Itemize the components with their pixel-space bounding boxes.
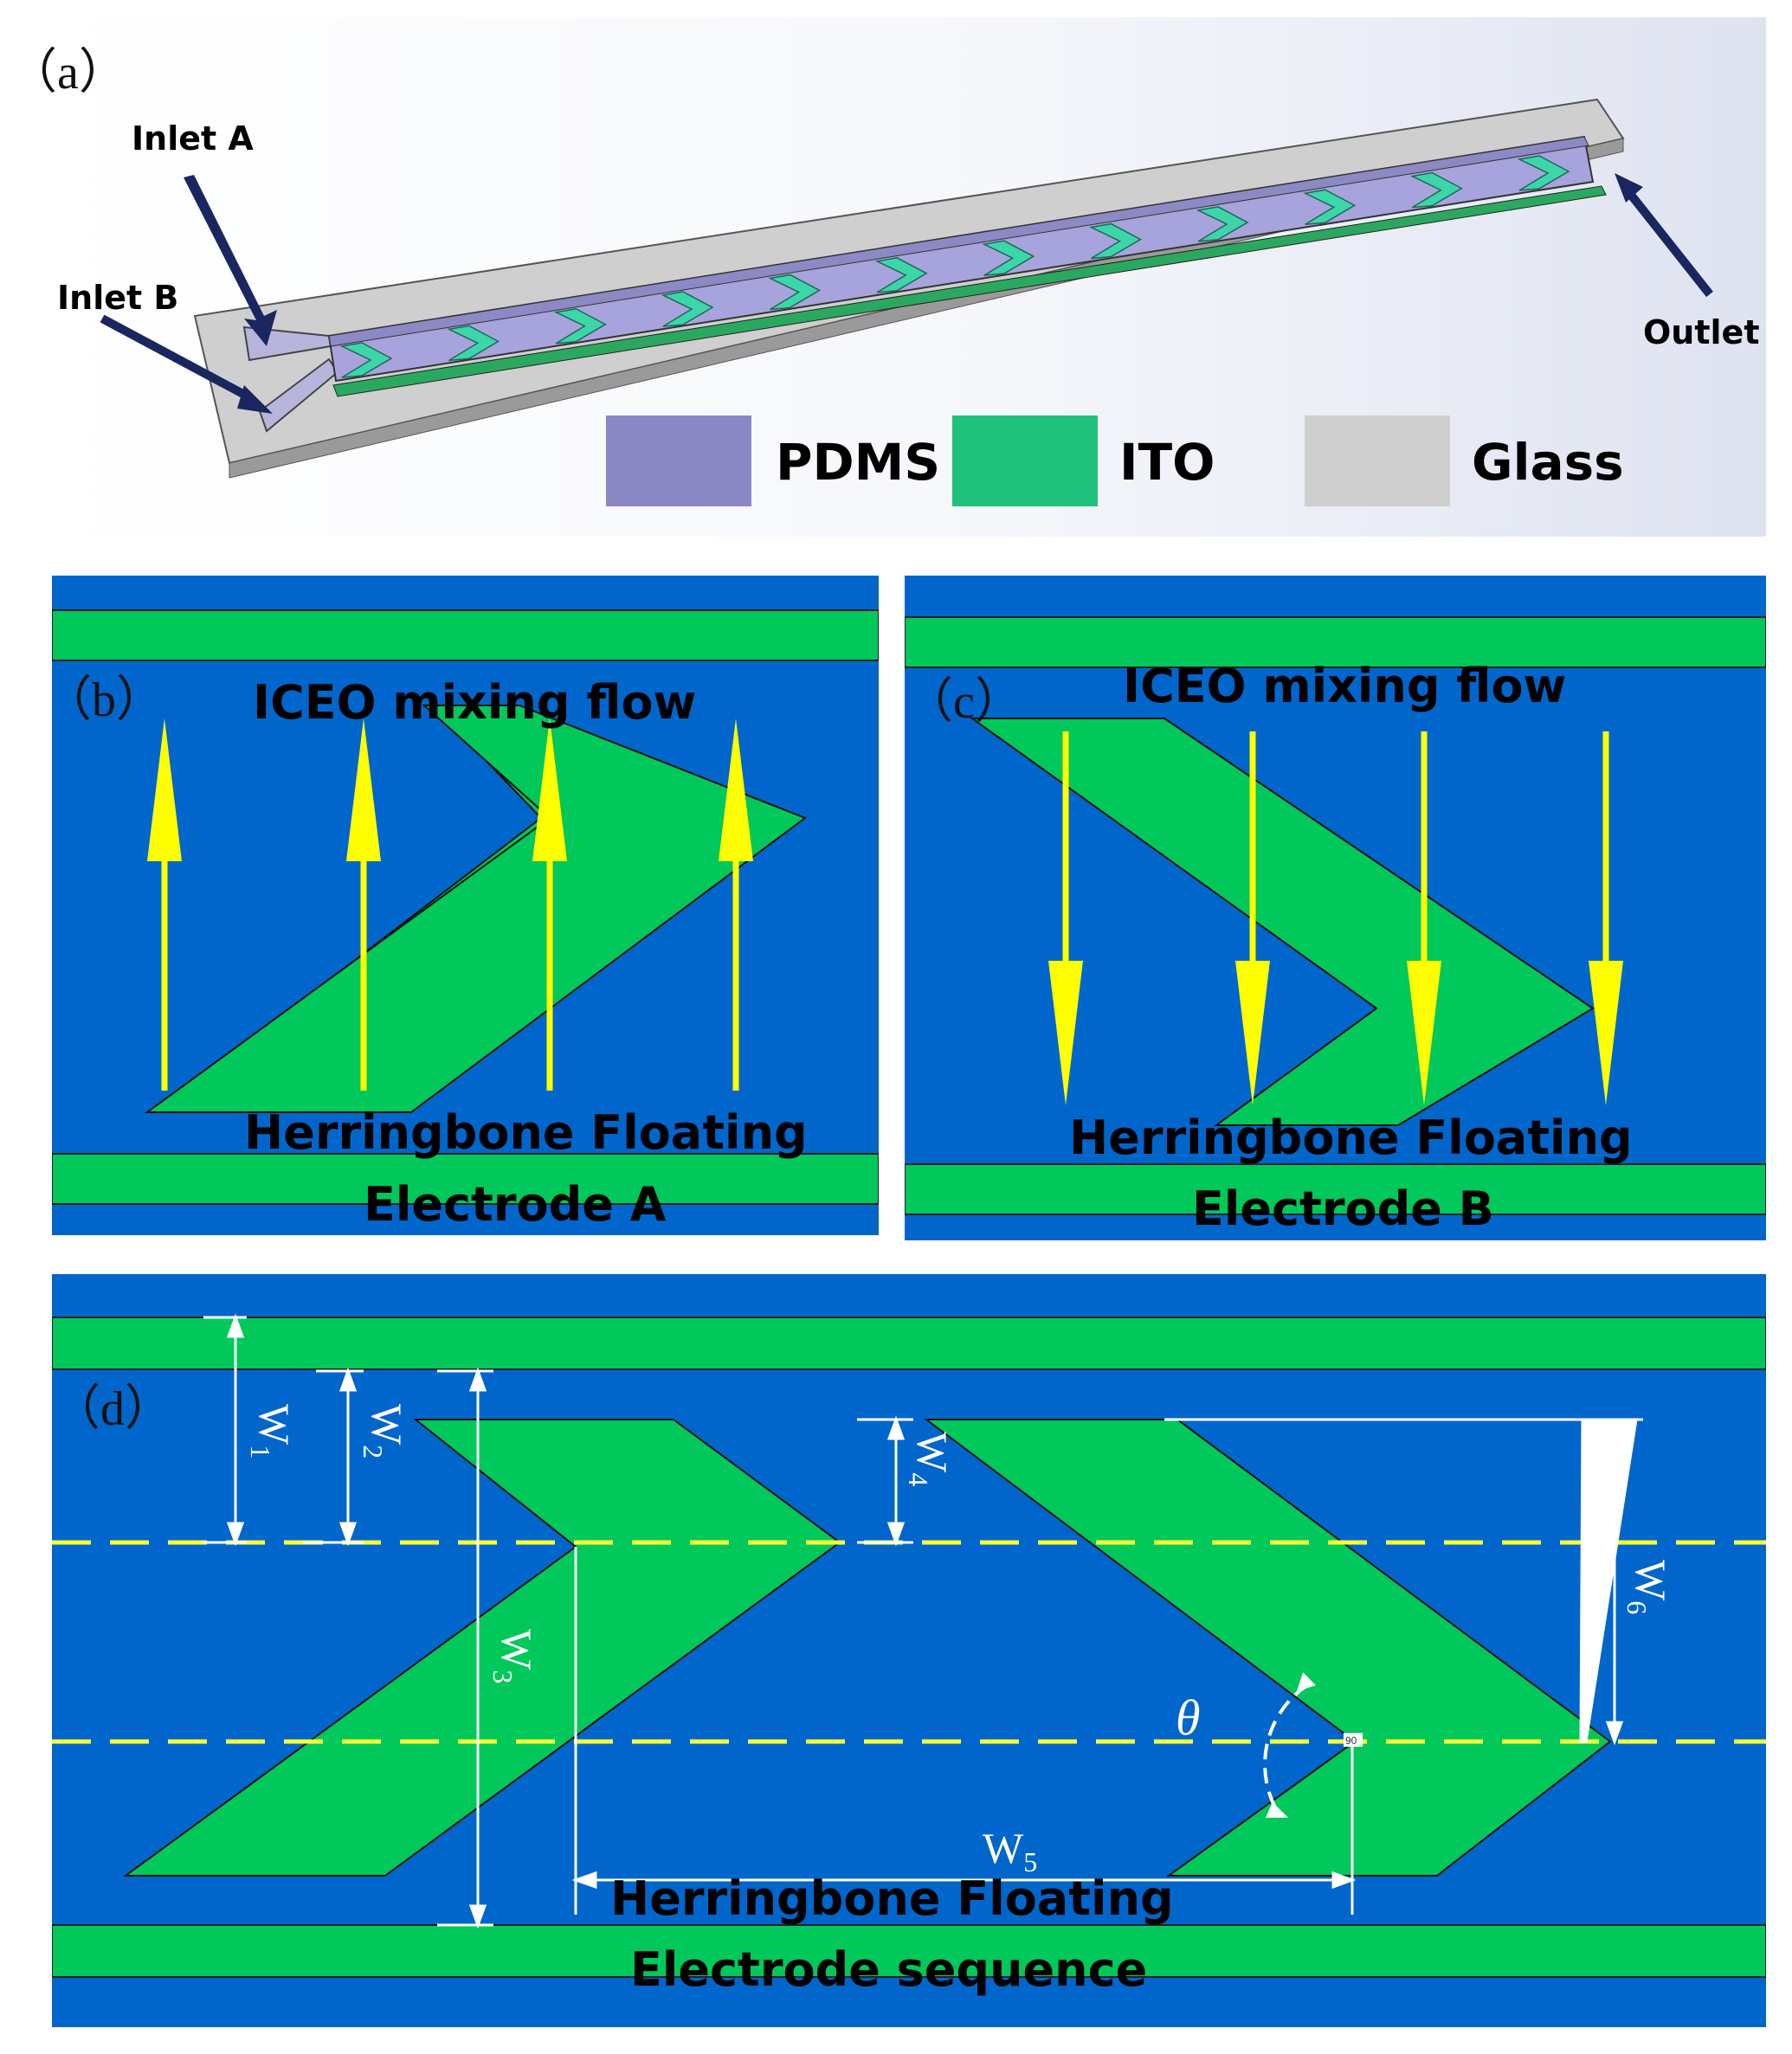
panel-label-d: （d） (52, 1382, 173, 1436)
bottom-electrode-band (904, 1163, 1767, 1215)
flow-arrow-head-2 (346, 718, 381, 861)
caption-c-line2: Electrode B (1192, 1182, 1494, 1236)
outlet-arrow-head (1615, 173, 1643, 203)
right-angle-marker (1344, 1733, 1363, 1747)
legend-swatch-ito (952, 415, 1098, 506)
flow-arrow-head-3 (1407, 961, 1441, 1105)
ito-chevron-4 (661, 291, 714, 327)
theta-arc (1263, 1684, 1309, 1812)
panel-b: （b） ICEO mixing flow Herringbone Floatin… (43, 576, 880, 1235)
outlet-label: Outlet (1643, 313, 1760, 351)
label-w3: W3 (487, 1629, 541, 1684)
theta-arc-arrow-top (1297, 1672, 1316, 1691)
ito-chevron-8 (1089, 222, 1142, 260)
label-w5: W5 (983, 1824, 1037, 1877)
panel-label-a: （a） (9, 46, 127, 100)
caption-d-line2: Electrode sequence (630, 1942, 1148, 1997)
top-electrode-band (51, 1317, 1767, 1370)
flow-arrow-head-4 (719, 718, 753, 861)
ito-chevron-5 (768, 274, 822, 311)
panel-label-c: （c） (905, 675, 1023, 729)
ito-chevron-10 (1303, 189, 1357, 226)
label-w6: W6 (1621, 1560, 1675, 1614)
legend-swatch-glass (1305, 415, 1450, 506)
caption-d-line1: Herringbone Floating (610, 1871, 1174, 1926)
electrode-sequence-diagram: 90 W1 W2 W3 W4 W5 W6 θ (51, 1274, 1767, 2027)
caption-b-line2: Electrode A (364, 1177, 667, 1232)
flow-arrows-down (1048, 731, 1623, 1105)
flow-arrow-head-2 (1235, 961, 1270, 1105)
flow-arrow-head-1 (147, 718, 182, 861)
panel-label-b: （b） (43, 673, 164, 727)
caption-b-line1: Herringbone Floating (244, 1105, 808, 1160)
legend-label-ito: ITO (1119, 433, 1215, 492)
theta-label: θ (1176, 1690, 1201, 1746)
ito-chevron-electrodes (339, 155, 1570, 378)
dimension-w3 (437, 1367, 493, 1929)
ito-chevron-9 (1196, 206, 1249, 242)
bottom-electrode-band (51, 1153, 880, 1205)
ito-chevron-11 (1409, 171, 1463, 209)
dimension-w1 (203, 1313, 247, 1547)
ito-chevron-7 (982, 240, 1035, 276)
flow-arrow-head-3 (532, 718, 567, 861)
panel-d: 90 W1 W2 W3 W4 W5 W6 θ （d） Herringbone F… (51, 1274, 1767, 2027)
inlet-b-arrow-shaft (100, 314, 254, 402)
dimension-w4 (857, 1415, 913, 1547)
flow-title-c: ICEO mixing flow (1123, 659, 1567, 713)
right-angle-value: 90 (1345, 1735, 1357, 1747)
inlet-b-label: Inlet B (57, 279, 179, 317)
device-3d-render (52, 17, 1766, 537)
inlet-a-arrow (184, 175, 277, 346)
bottom-electrode-band (51, 1924, 1767, 1978)
top-electrode-band (904, 616, 1767, 668)
dimension-w6 (1164, 1418, 1643, 1746)
label-w4: W4 (903, 1432, 957, 1486)
herringbone-electrode-b (969, 718, 1595, 1126)
electrode-b-diagram (904, 576, 1767, 1240)
outlet-arrow-shaft (1624, 187, 1713, 298)
inlet-b-arrow-head (237, 385, 273, 414)
dimension-w2 (303, 1367, 364, 1547)
flow-arrow-head-4 (1589, 961, 1623, 1105)
pdms-channel-wall (328, 136, 1589, 347)
ito-chevron-3 (553, 307, 607, 344)
ito-chevron-12 (1517, 155, 1570, 191)
flow-arrows-up (147, 718, 753, 1091)
flow-arrow-head-1 (1048, 961, 1083, 1105)
electrode-a-diagram (51, 576, 880, 1235)
inlet-a-label: Inlet A (132, 119, 254, 158)
ito-chevron-2 (447, 325, 500, 362)
top-electrode-band (51, 609, 880, 661)
theta-arc-arrow-bottom (1266, 1802, 1288, 1818)
label-w1: W1 (245, 1404, 299, 1458)
panel-a: （a） Inlet A Inlet B Outlet PDMS ITO Glas… (9, 17, 1766, 537)
legend-label-glass: Glass (1472, 433, 1624, 492)
caption-c-line1: Herringbone Floating (1069, 1111, 1633, 1165)
legend-label-pdms: PDMS (776, 433, 941, 492)
ito-strip (332, 185, 1607, 397)
ito-chevron-6 (874, 257, 928, 293)
dimension-w5 (571, 1547, 1357, 1915)
legend-swatch-pdms (606, 415, 751, 506)
label-w2: W2 (358, 1404, 411, 1458)
panel-c: （c） ICEO mixing flow Herringbone Floatin… (904, 576, 1767, 1240)
flow-title-b: ICEO mixing flow (253, 675, 697, 730)
ito-chevron-1 (339, 342, 393, 378)
